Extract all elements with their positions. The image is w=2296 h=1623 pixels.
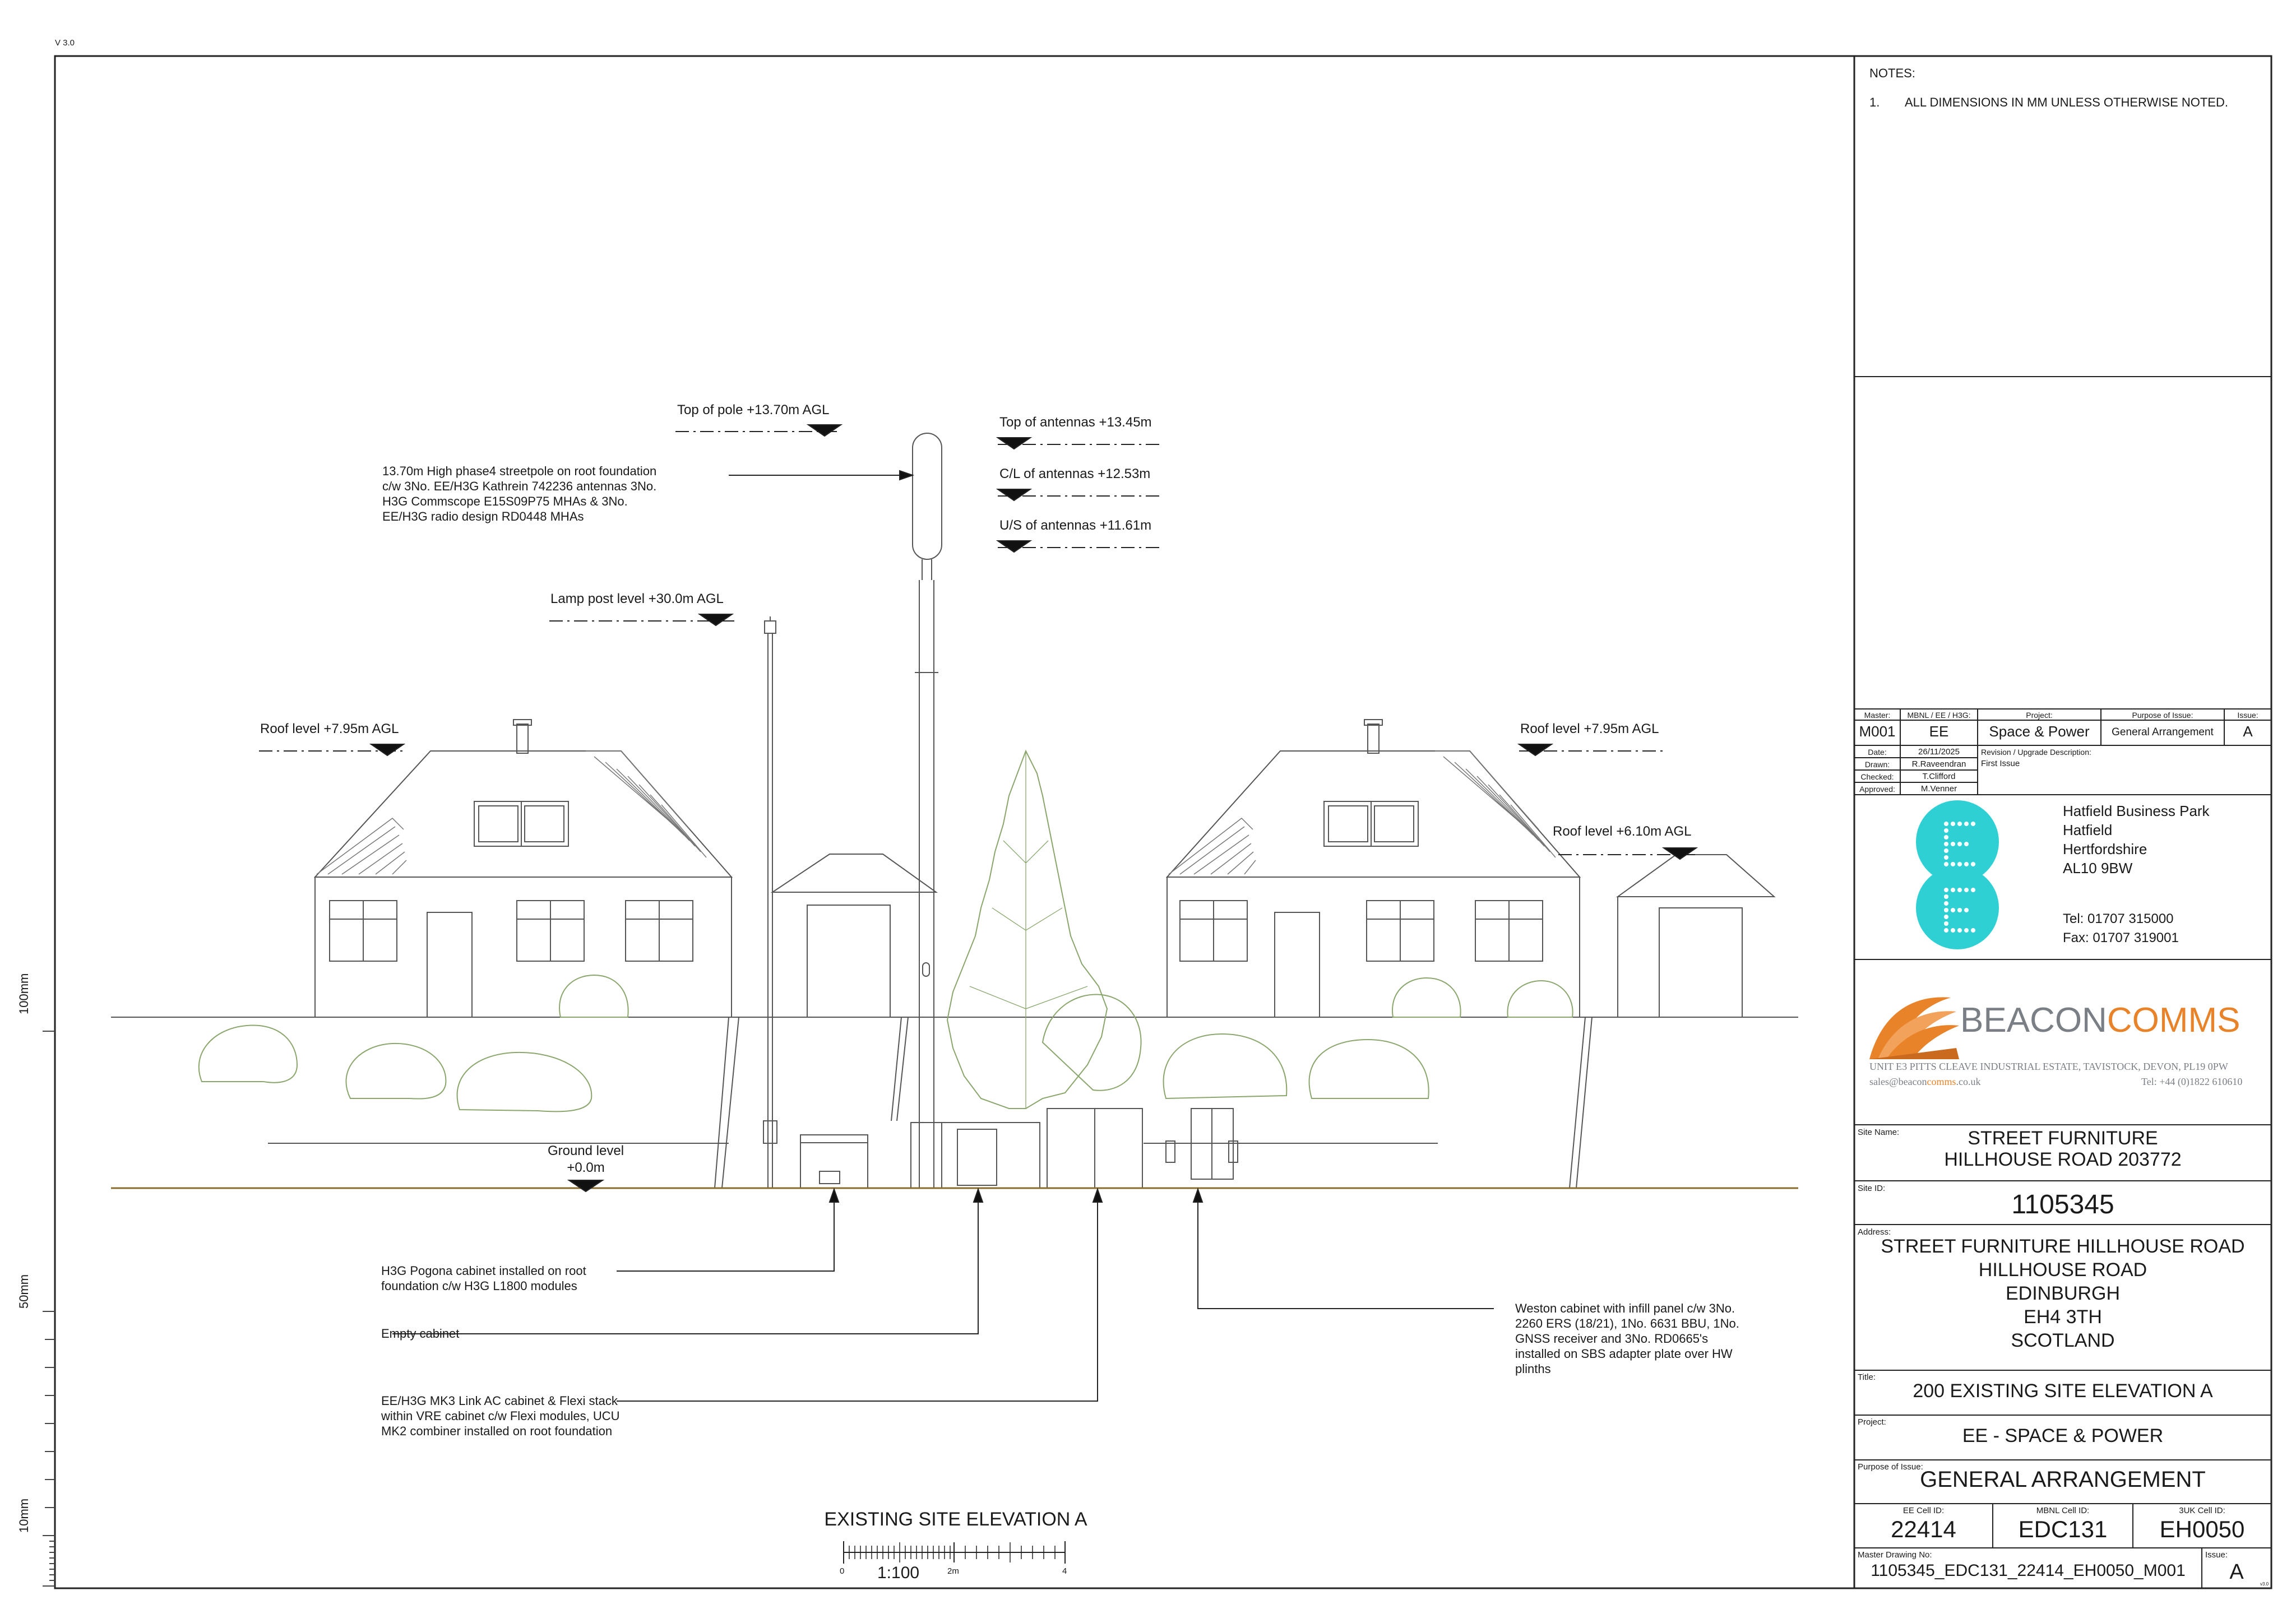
- shrub-7: [1392, 977, 1461, 1018]
- rev-issue: A: [2243, 723, 2253, 740]
- level-roof-left: Roof level +7.95m AGL: [260, 721, 399, 736]
- ruler-label-50mm: 50mm: [17, 1274, 31, 1309]
- ruler-label-100mm: 100mm: [17, 973, 31, 1014]
- rev-date: 26/11/2025: [1918, 747, 1960, 757]
- project-label: Project:: [1858, 1417, 1886, 1427]
- beaconcomms-email: sales@beaconcomms.co.uk: [1869, 1076, 1981, 1087]
- scale-bar: [843, 1541, 1066, 1564]
- rev-desc-label: Revision / Upgrade Description:: [1981, 748, 2091, 757]
- sheet-title: 200 EXISTING SITE ELEVATION A: [1913, 1380, 2213, 1402]
- project-name: EE - SPACE & POWER: [1962, 1425, 2164, 1446]
- shrub-5: [1163, 1033, 1288, 1100]
- rev-checked: T.Clifford: [1922, 772, 1956, 781]
- rev-approved-label: Approved:: [1859, 785, 1895, 794]
- margin-ruler: [43, 1031, 55, 1587]
- scale-tick-0: 0: [840, 1566, 845, 1576]
- site-id-label: Site ID:: [1858, 1184, 1886, 1193]
- level-roof-right-garage: Roof level +6.10m AGL: [1553, 824, 1692, 839]
- left-garage: [770, 854, 938, 1018]
- rev-mbnl-label: MBNL / EE / H3G:: [1907, 711, 1971, 720]
- mbnl-cell-id: EDC131: [2018, 1516, 2108, 1542]
- rev-master-label: Master:: [1864, 711, 1891, 720]
- rev-checked-label: Checked:: [1860, 772, 1894, 781]
- title-block-grid: [1854, 376, 2271, 1588]
- site-id: 1105345: [2011, 1190, 2114, 1219]
- ee-fax: Fax: 01707 319001: [2063, 930, 2179, 945]
- notes-item-text: ALL DIMENSIONS IN MM UNLESS OTHERWISE NO…: [1905, 95, 2228, 109]
- beaconcomms-tel: Tel: +44 (0)1822 610610: [2141, 1076, 2243, 1087]
- tiny-version: v3.0: [2260, 1582, 2269, 1587]
- level-top-of-pole: Top of pole +13.70m AGL: [677, 402, 830, 418]
- level-lamp-post: Lamp post level +30.0m AGL: [550, 591, 724, 606]
- master-drawing-label: Master Drawing No:: [1858, 1550, 1932, 1560]
- elevation-drawing: [111, 433, 1798, 1189]
- drawing-title: EXISTING SITE ELEVATION A: [824, 1509, 1087, 1530]
- rev-date-label: Date:: [1868, 748, 1887, 757]
- site-name-line-2: HILLHOUSE ROAD 203772: [1944, 1149, 2182, 1170]
- rev-project-label: Project:: [2026, 711, 2053, 720]
- shrub-4: [559, 974, 629, 1018]
- beaconcomms-logo-mark: [1869, 997, 1959, 1059]
- rev-purpose-label: Purpose of Issue:: [2132, 711, 2193, 720]
- level-ground-value: +0.0m: [567, 1160, 605, 1175]
- ruler-label-10mm: 10mm: [17, 1498, 31, 1533]
- rev-master: M001: [1859, 723, 1896, 740]
- shrub-2: [345, 1042, 447, 1100]
- left-house: [313, 719, 733, 1018]
- level-markers: [259, 424, 1698, 1193]
- rev-desc: First Issue: [1981, 759, 2020, 768]
- site-name-label: Site Name:: [1858, 1128, 1900, 1137]
- site-name-line-1: STREET FURNITURE: [1968, 1128, 2158, 1149]
- notes-item-number: 1.: [1869, 95, 1880, 109]
- lamp-post: [763, 616, 777, 1188]
- right-house: [1165, 719, 1581, 1018]
- level-ground: Ground level: [547, 1143, 624, 1158]
- uk3-cell-id: EH0050: [2159, 1516, 2245, 1542]
- mbnl-cell-label: MBNL Cell ID:: [2036, 1506, 2090, 1515]
- shrub-6: [1308, 1038, 1429, 1099]
- ee-cell-id: 22414: [1891, 1516, 1956, 1542]
- leader-lines: [392, 470, 1494, 1402]
- shrub-3: [456, 1051, 592, 1112]
- address-label: Address:: [1858, 1227, 1891, 1237]
- right-garage: [1615, 854, 1776, 1018]
- sheet-border: [54, 55, 2272, 1589]
- master-drawing-number: 1105345_EDC131_22414_EH0050_M001: [1871, 1561, 2186, 1580]
- rev-mbnl: EE: [1929, 723, 1949, 740]
- issue-label: Issue:: [2205, 1550, 2228, 1560]
- note-empty-cabinet: Empty cabinet: [381, 1327, 460, 1341]
- scale-tick-2m: 2m: [947, 1566, 959, 1576]
- ee-cell-label: EE Cell ID:: [1902, 1506, 1945, 1515]
- rev-project: Space & Power: [1989, 723, 2090, 740]
- shrub-1: [198, 1024, 298, 1083]
- issue-value: A: [2229, 1560, 2244, 1584]
- purpose-label: Purpose of Issue:: [1858, 1462, 1923, 1472]
- ee-logo: [1916, 800, 1999, 949]
- uk3-cell-label: 3UK Cell ID:: [2179, 1506, 2225, 1515]
- rev-issue-label: Issue:: [2237, 711, 2258, 720]
- ee-tel: Tel: 01707 315000: [2063, 911, 2174, 926]
- level-roof-right: Roof level +7.95m AGL: [1520, 721, 1659, 736]
- version-label: V 3.0: [55, 38, 75, 48]
- purpose-of-issue: GENERAL ARRANGEMENT: [1920, 1467, 2206, 1492]
- beaconcomms-wordmark: BEACONCOMMS: [1960, 1001, 2241, 1040]
- rev-drawn-label: Drawn:: [1864, 760, 1890, 769]
- rev-approved: M.Venner: [1920, 784, 1957, 794]
- streetpole: [912, 433, 942, 1188]
- level-us-antennas: U/S of antennas +11.61m: [999, 518, 1152, 533]
- vegetation: [198, 749, 1573, 1112]
- title-label: Title:: [1858, 1372, 1876, 1382]
- shrub-8: [1507, 980, 1573, 1018]
- cabinets: [800, 1108, 1238, 1189]
- scale-tick-4: 4: [1062, 1566, 1067, 1576]
- rev-drawn: R.Raveendran: [1911, 759, 1966, 769]
- beaconcomms-address: UNIT E3 PITTS CLEAVE INDUSTRIAL ESTATE, …: [1869, 1061, 2228, 1072]
- level-cl-antennas: C/L of antennas +12.53m: [999, 466, 1151, 481]
- notes-heading: NOTES:: [1869, 66, 1915, 80]
- scale-ratio: 1:100: [877, 1564, 920, 1582]
- shrub-9: [1041, 994, 1142, 1091]
- rev-purpose: General Arrangement: [2112, 726, 2214, 738]
- level-top-antennas: Top of antennas +13.45m: [999, 415, 1152, 430]
